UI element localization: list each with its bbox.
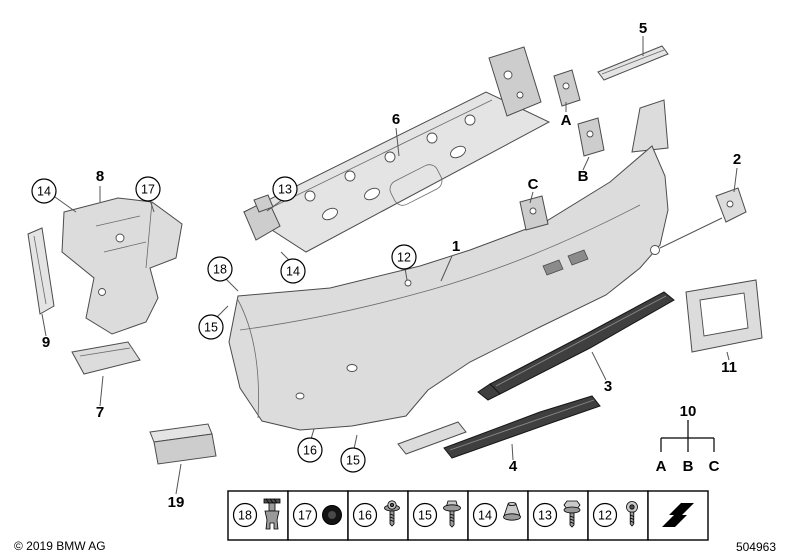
svg-text:12: 12 (397, 251, 411, 265)
svg-text:18: 18 (238, 509, 252, 523)
callout-7[interactable]: 7 (96, 404, 104, 421)
svg-text:16: 16 (303, 444, 317, 458)
svg-text:14: 14 (37, 185, 51, 199)
legend-item-18[interactable]: 18 (227, 490, 289, 541)
svg-text:10: 10 (680, 403, 697, 420)
expansion-rivet-icon (263, 498, 281, 530)
copyright-text: © 2019 BMW AG (14, 539, 106, 553)
legend: 18 17 16 (227, 490, 709, 541)
callout-5[interactable]: 5 (639, 20, 647, 37)
callout-circled-15-left[interactable]: 15 (198, 314, 224, 340)
svg-text:17: 17 (141, 183, 155, 197)
callout-letter-a[interactable]: A (561, 112, 572, 129)
svg-text:9: 9 (42, 334, 50, 351)
callout-circled-15-bottom[interactable]: 15 (340, 447, 366, 473)
svg-text:6: 6 (392, 111, 400, 128)
svg-text:2: 2 (733, 151, 741, 168)
callout-circled-13[interactable]: 13 (272, 176, 298, 202)
callout-19[interactable]: 19 (168, 494, 185, 511)
part-11-frame (685, 279, 763, 353)
diagram-number: 504963 (736, 540, 776, 554)
svg-text:8: 8 (96, 168, 104, 185)
part-8-bracket (61, 197, 183, 335)
svg-text:B: B (578, 168, 589, 185)
svg-text:C: C (528, 176, 539, 193)
legend-item-continuation[interactable] (647, 490, 709, 541)
callout-6[interactable]: 6 (392, 111, 400, 128)
part-19-block (149, 423, 217, 465)
svg-text:18: 18 (213, 263, 227, 277)
svg-text:A: A (656, 458, 667, 475)
callout-letter-c[interactable]: C (528, 176, 539, 193)
callout-circled-17[interactable]: 17 (135, 176, 161, 202)
svg-text:4: 4 (509, 458, 518, 475)
legend-item-13[interactable]: 13 (527, 490, 589, 541)
callout-letter-b[interactable]: B (578, 168, 589, 185)
callout-9[interactable]: 9 (42, 334, 50, 351)
svg-text:B: B (683, 458, 694, 475)
svg-text:15: 15 (418, 509, 432, 523)
legend-item-16[interactable]: 16 (347, 490, 409, 541)
legend-item-12[interactable]: 12 (587, 490, 649, 541)
callout-10-group[interactable]: 10 A B C (656, 403, 720, 475)
callout-3[interactable]: 3 (604, 378, 612, 395)
legend-item-17[interactable]: 17 (287, 490, 349, 541)
svg-text:15: 15 (204, 321, 218, 335)
flanged-nut-icon (503, 502, 521, 521)
screw-icon (384, 500, 400, 527)
svg-text:14: 14 (478, 509, 492, 523)
part-1-bumper-cover (228, 99, 669, 431)
callout-8[interactable]: 8 (96, 168, 104, 185)
svg-text:12: 12 (598, 509, 612, 523)
callout-circled-16[interactable]: 16 (297, 437, 323, 463)
callout-circled-14-left[interactable]: 14 (31, 178, 57, 204)
callout-circled-14-mid[interactable]: 14 (280, 258, 306, 284)
svg-text:15: 15 (346, 454, 360, 468)
callout-2[interactable]: 2 (733, 151, 741, 168)
legend-item-14[interactable]: 14 (467, 490, 529, 541)
part-A-bracket (553, 69, 581, 107)
part-B-bracket (577, 117, 605, 157)
part-6-carrier (242, 46, 551, 253)
svg-text:3: 3 (604, 378, 612, 395)
part-C-bracket (519, 195, 549, 231)
grommet-icon (322, 505, 342, 525)
continuation-icon (662, 503, 694, 527)
screw-washer-icon (443, 500, 461, 528)
svg-text:14: 14 (286, 265, 300, 279)
svg-text:C: C (709, 458, 720, 475)
callout-4[interactable]: 4 (509, 458, 518, 475)
callout-11[interactable]: 11 (721, 359, 737, 376)
part-5-strip (597, 45, 669, 81)
svg-text:13: 13 (538, 509, 552, 523)
part-4-diffuser-strip (397, 395, 601, 459)
part-9-strip (27, 227, 55, 315)
svg-text:17: 17 (298, 509, 312, 523)
svg-text:19: 19 (168, 494, 185, 511)
svg-text:A: A (561, 112, 572, 129)
part-3-trim-strip (477, 291, 675, 401)
callout-circled-12[interactable]: 12 (391, 244, 417, 270)
part-7-cover (71, 341, 141, 375)
svg-text:7: 7 (96, 404, 104, 421)
leader-lines (41, 36, 738, 495)
svg-text:13: 13 (278, 183, 292, 197)
svg-text:5: 5 (639, 20, 647, 37)
round-screw-icon (626, 501, 638, 527)
part-2-bracket (715, 187, 747, 223)
hex-bolt-icon (563, 500, 581, 528)
callout-1[interactable]: 1 (452, 238, 460, 255)
svg-text:11: 11 (721, 359, 737, 376)
svg-text:16: 16 (358, 509, 372, 523)
callout-circled-18[interactable]: 18 (207, 256, 233, 282)
svg-text:1: 1 (452, 238, 460, 255)
legend-item-15[interactable]: 15 (407, 490, 469, 541)
